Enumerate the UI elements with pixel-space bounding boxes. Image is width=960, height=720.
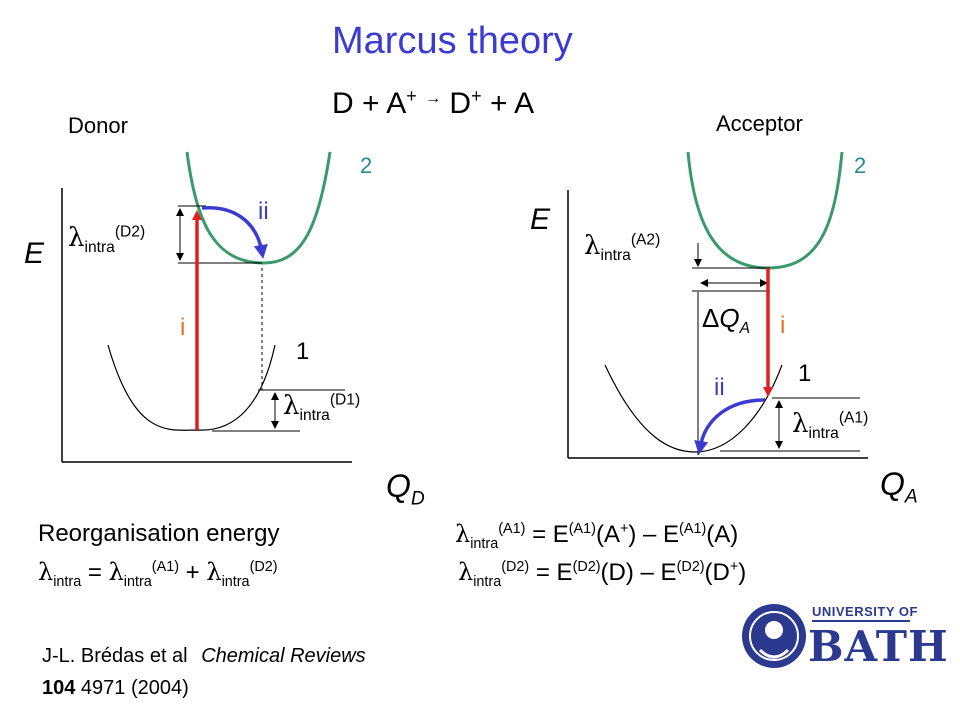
logo-university-text: UNIVERSITY OF [812, 604, 918, 619]
acceptor-energy-axis-label: E [530, 203, 551, 236]
donor-step-ii: ii [258, 198, 269, 225]
donor-panel [61, 151, 352, 463]
citation-authors: J-L. Brédas et al [42, 645, 188, 667]
acceptor-curve-2 [686, 151, 844, 270]
reaction-lhs: D + A [332, 87, 407, 120]
reorganisation-energy-label: Reorganisation energy [38, 520, 280, 547]
reaction-arrow: → [425, 90, 442, 107]
university-logo [742, 604, 910, 668]
donor-relaxation-arrow [201, 206, 268, 259]
citation-line-1: J-L. Brédas et al Chemical Reviews [42, 645, 366, 668]
donor-state-1: 1 [296, 338, 310, 365]
reaction-rhs-d: D [449, 87, 472, 120]
donor-lambda-d2-label: λintra(D2) [68, 223, 146, 257]
logo-emblem-face [765, 621, 783, 639]
logo-emblem-ring [749, 611, 799, 661]
citation-pages-year: 4971 (2004) [75, 677, 189, 699]
acceptor-curve-1 [604, 364, 783, 453]
acceptor-coordinate-axis-label: QA [880, 466, 918, 508]
donor-curve-1 [107, 344, 276, 431]
citation-volume: 104 [42, 677, 76, 699]
logo-bath-text: BATH [808, 622, 949, 671]
reaction-equation: D + A+ → D+ + A [332, 86, 534, 121]
acceptor-reorganisation-equation: λintra(A1) = E(A1)(A+) – E(A1)(A) [455, 520, 739, 552]
citation-journal: Chemical Reviews [201, 645, 366, 667]
acceptor-lambda-a1-label: λintra(A1) [792, 409, 869, 443]
donor-step-i: i [180, 314, 186, 341]
donor-coordinate-axis-label: QD [386, 468, 425, 510]
slide-title: Marcus theory [332, 20, 573, 62]
acceptor-step-i: i [780, 312, 786, 339]
acceptor-step-ii: ii [714, 374, 725, 401]
acceptor-relaxation-arrow [694, 398, 766, 455]
donor-reorganisation-equation: λintra(D2) = E(D2)(D) – E(D2)(D+) [458, 558, 747, 590]
citation-line-2: 104 4971 (2004) [42, 677, 189, 700]
donor-energy-axis-label: E [24, 237, 45, 270]
reaction-rhs-rest: + A [481, 87, 535, 120]
reaction-lhs-charge: + [406, 86, 417, 106]
donor-lambda-d1-label: λintra(D1) [283, 391, 361, 425]
acceptor-state-2: 2 [854, 153, 867, 178]
logo-emblem-beard [758, 648, 790, 659]
donor-state-2: 2 [360, 153, 373, 178]
acceptor-lambda-a2-label: λintra(A2) [584, 231, 661, 265]
acceptor-delta-q-label: ΔQA [702, 303, 751, 338]
acceptor-label: Acceptor [716, 111, 803, 136]
acceptor-state-1: 1 [798, 360, 812, 387]
acceptor-panel [567, 151, 868, 459]
reaction-rhs-charge: + [471, 86, 482, 106]
donor-label: Donor [68, 113, 128, 138]
total-reorganisation-equation: λintra = λintra(A1) + λintra(D2) [38, 558, 278, 590]
